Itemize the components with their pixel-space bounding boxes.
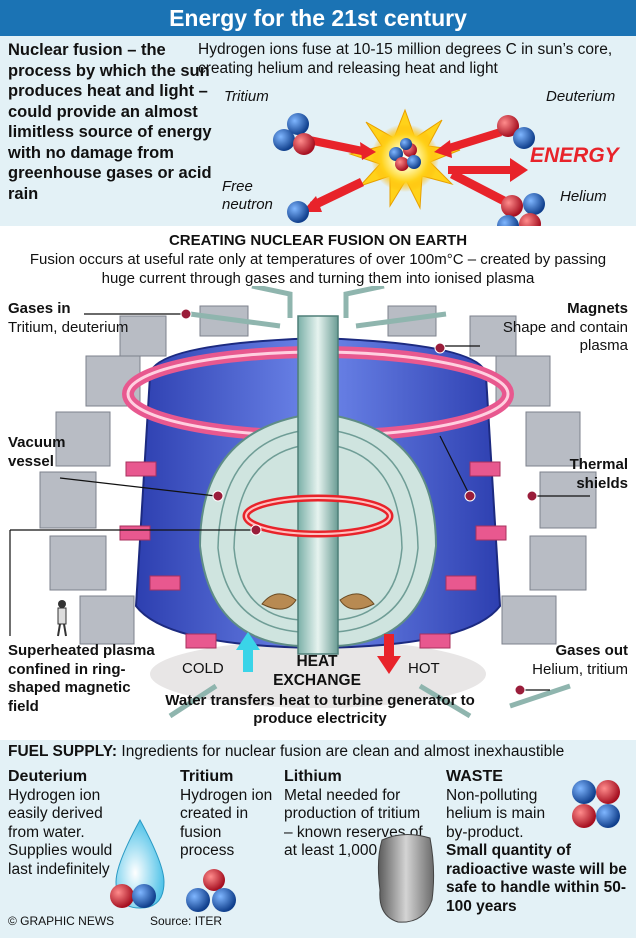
page-title: Energy for the 21st century [0,0,636,36]
cold-arrow-icon [236,632,260,672]
reactor-panel: CREATING NUCLEAR FUSION ON EARTH Fusion … [0,226,636,740]
reactor-heading: CREATING NUCLEAR FUSION ON EARTH [168,232,468,249]
gas-inlet-pipes [189,286,447,329]
energy-label: ENERGY [530,144,619,167]
helium-label: Helium [560,188,607,205]
deuterium-text: Hydrogen ion easily derived from water. … [8,786,113,878]
magnets-text: Shape and contain plasma [502,318,628,355]
vacuum-vessel-label: Vacuum vessel [8,434,66,470]
tritium-title: Tritium [180,768,234,785]
magnets-title: Magnets [567,300,628,317]
tokamak-diagram [9,286,597,719]
lithium-rock-icon [377,834,435,923]
lithium-title: Lithium [284,768,342,785]
tritium-text: Hydrogen ion created in fusion process [180,786,273,860]
helium-atom-small-icon [572,780,620,828]
deuterium-column: Deuterium Hydrogen ion easily derived fr… [8,768,120,879]
deuterium-label: Deuterium [546,88,616,105]
credit: © GRAPHIC NEWS [8,914,115,928]
waste-text: Non-polluting helium is main by-product. [446,786,546,841]
deuterium-atom-icon [497,115,535,149]
tritium-atom-icon [273,113,315,155]
gases-out-title: Gases out [555,642,628,659]
waste-bold-text: Small quantity of radioactive waste will… [446,842,627,915]
waste-title: WASTE [446,768,503,785]
hot-label: HOT [408,660,440,677]
central-solenoid [297,315,339,655]
waste-column: WASTE Non-polluting helium is main by-pr… [446,768,632,916]
plasma-label: Superheated plasma confined in ring-shap… [8,642,155,715]
heat-exchange-area [150,640,486,708]
thermal-shields [39,305,597,645]
free-neutron-icon [287,201,309,223]
helium-atom-icon [497,193,545,230]
deuterium-title: Deuterium [8,768,88,785]
fused-nucleus-icon [389,138,421,171]
fuel-supply-label: FUEL SUPPLY: [8,743,118,760]
callout-lines [9,313,590,691]
gases-out-text: Helium, tritium [532,660,628,678]
divertor [261,593,375,610]
vessel-wall-right [335,414,438,648]
magnet-coils [119,461,507,649]
fuel-supply-panel: FUEL SUPPLY: Ingredients for nuclear fus… [0,740,636,938]
vessel-wall-left [198,414,301,648]
gases-in-title: Gases in [8,300,71,317]
deuterium-atom-small-icon [110,884,156,908]
cold-label: COLD [182,660,224,677]
sun-description: Hydrogen ions fuse at 10-15 million degr… [198,41,613,77]
free-neutron-label: Free neutron [222,178,273,213]
water-transfer-text: Water transfers heat to turbine generato… [165,692,475,727]
gases-in-text: Tritium, deuterium [8,318,129,336]
hot-arrow-icon [377,634,401,674]
sun-fusion-panel: Nuclear fusion – the process by which th… [0,36,636,230]
thermal-shields-label: Thermal shields [569,456,628,492]
fuel-supply-text: Ingredients for nuclear fusion are clean… [121,743,565,760]
person-scale-icon [57,600,67,637]
reactor-subheading: Fusion occurs at useful rate only at tem… [29,251,607,287]
source: Source: ITER [150,914,223,928]
tritium-column: Tritium Hydrogen ion created in fusion p… [180,768,276,861]
callout-dots [180,308,538,696]
fuel-supply-heading: FUEL SUPPLY: Ingredients for nuclear fus… [8,743,564,761]
tritium-label: Tritium [224,88,269,105]
intro-lead: Nuclear fusion – the process by which th… [8,41,212,203]
heat-exchange-label: HEAT EXCHANGE [273,653,361,689]
tritium-atom-small-icon [186,869,236,912]
